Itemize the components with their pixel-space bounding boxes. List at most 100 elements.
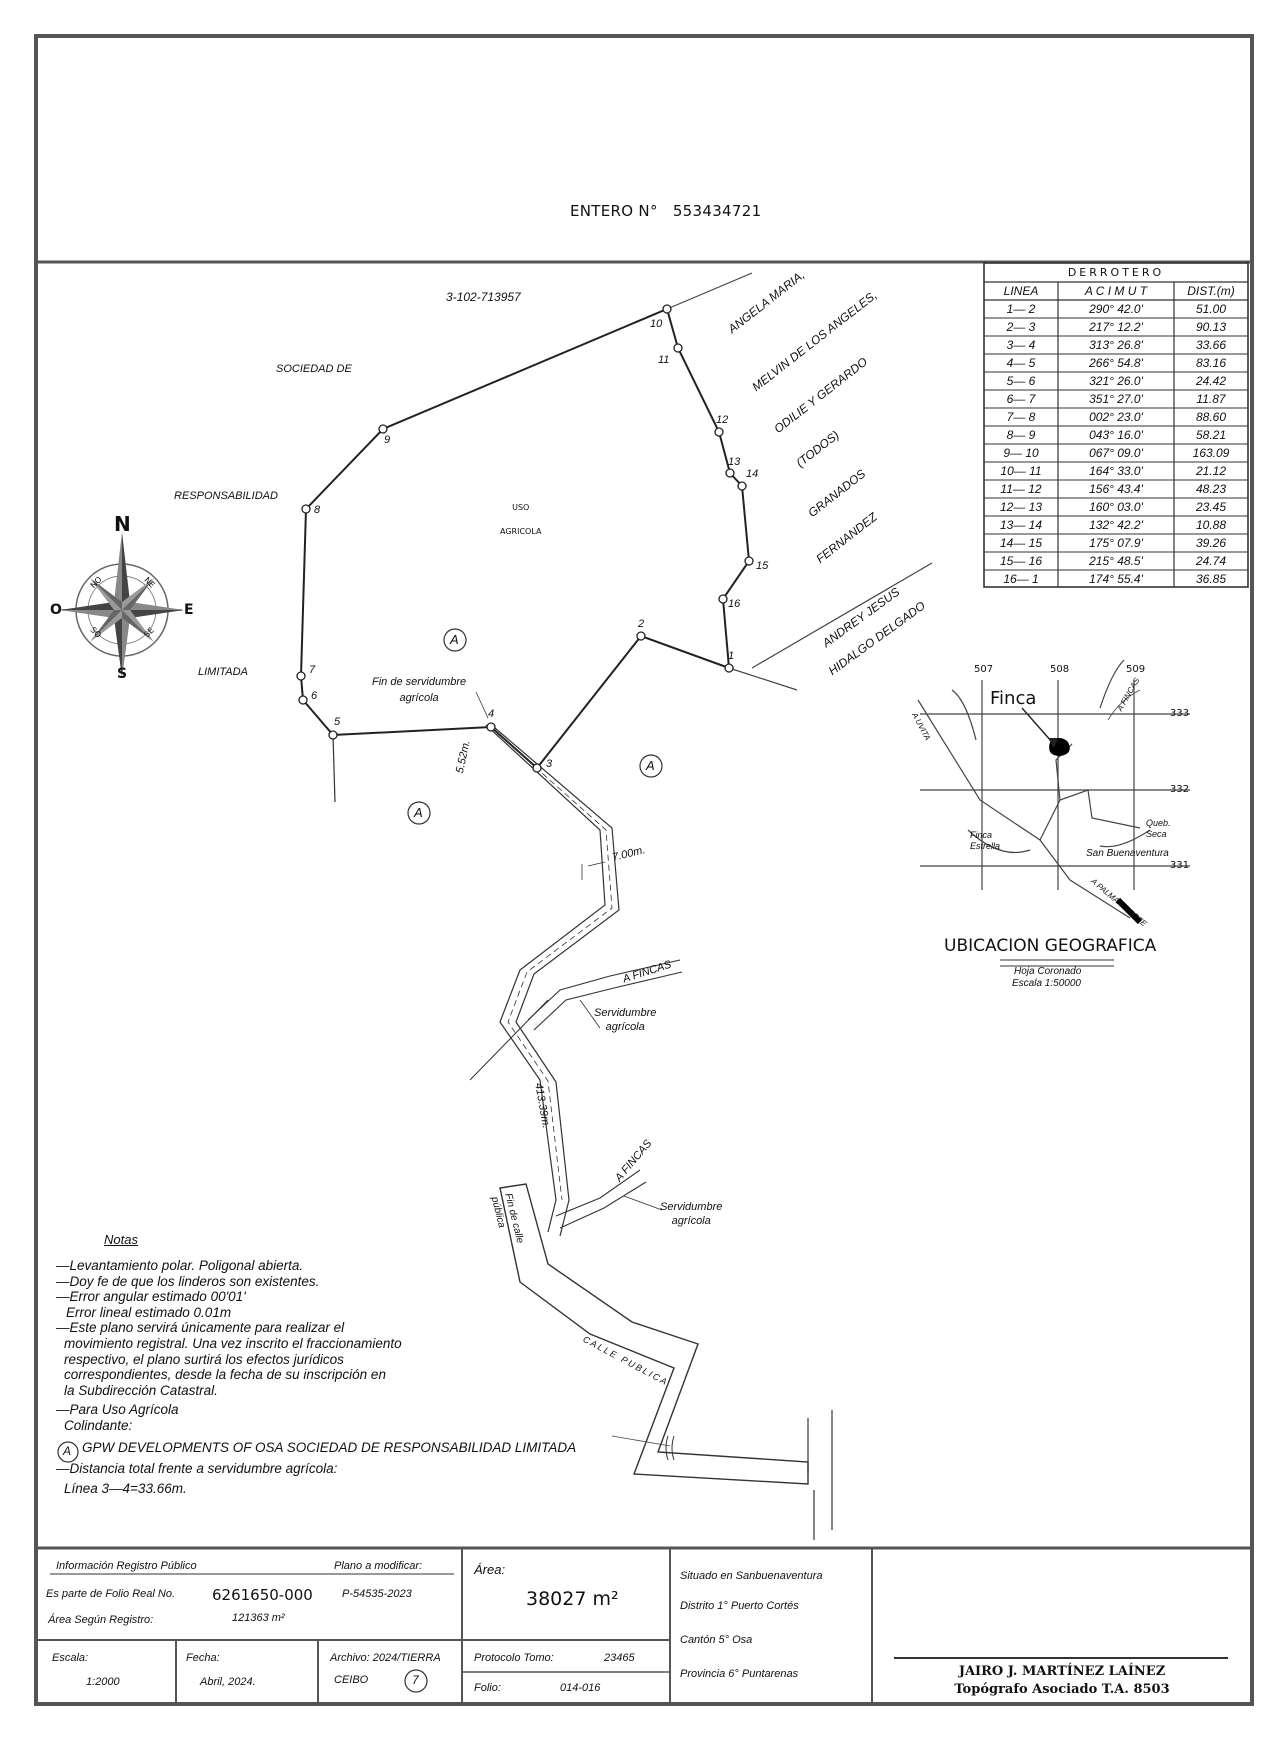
note-line: GPW DEVELOPMENTS OF OSA SOCIEDAD DE RESP… (82, 1439, 577, 1455)
servidumbre-1a: Servidumbre (594, 1007, 657, 1019)
area-value: 38027 m² (526, 1588, 619, 1610)
derrotero-acimut: 290° 42.0' (1089, 302, 1143, 316)
derrotero-acimut: 174° 55.4' (1089, 572, 1143, 586)
derrotero-dist: 58.21 (1195, 428, 1227, 442)
servidumbre-2b: agrícola (671, 1215, 711, 1227)
vertex-label: 13 (728, 456, 741, 468)
parcel-mark-3: A (414, 805, 423, 820)
use-label-2: AGRICOLA (500, 527, 542, 536)
vertex-label: 7 (309, 664, 316, 676)
note-line: movimiento registral. Una vez inscrito e… (64, 1335, 402, 1351)
location-finca-label: Finca (990, 688, 1037, 709)
note-line: —Este plano servirá únicamente para real… (56, 1320, 345, 1336)
derrotero-linea: 6— 7 (1006, 392, 1036, 406)
derrotero-dist: 83.16 (1195, 356, 1227, 370)
servidumbre-2a: Servidumbre (660, 1201, 723, 1213)
owner-word-2: RESPONSABILIDAD (174, 490, 278, 502)
folio-real-value: 6261650-000 (212, 1586, 313, 1604)
compass-n: N (114, 512, 131, 536)
derrotero-linea: 16— 1 (1003, 572, 1039, 586)
protocolo-label: Protocolo Tomo: (474, 1652, 554, 1664)
note-line: la Subdirección Catastral. (64, 1382, 218, 1398)
derrotero-linea: 13— 14 (999, 518, 1043, 532)
derrotero-dist: 36.85 (1195, 572, 1227, 586)
archivo-value: CEIBO (334, 1674, 369, 1686)
servidumbre-2: Servidumbre agrícola (660, 1200, 722, 1228)
derrotero-linea: 1— 2 (1006, 302, 1036, 316)
info-registro: Información Registro Público (56, 1560, 197, 1572)
derrotero-dist: 39.26 (1195, 536, 1227, 550)
derrotero-acimut: 217° 12.2' (1089, 320, 1143, 334)
derrotero-title: DERROTERO (1067, 266, 1165, 279)
note-line: Línea 3—4=33.66m. (64, 1480, 187, 1496)
derrotero-acimut: 043° 16.0' (1089, 428, 1143, 442)
vertex-label: 4 (488, 708, 495, 720)
notes-title: Notas (104, 1232, 138, 1247)
derrotero-linea: 7— 8 (1006, 410, 1036, 424)
note-line: —Distancia total frente a servidumbre ag… (56, 1461, 338, 1477)
note-line: —Levantamiento polar. Poligonal abierta. (56, 1258, 304, 1273)
location-grid-x-508: 508 (1050, 664, 1070, 675)
location-grid-x-507: 507 (974, 664, 994, 675)
derrotero-linea: 3— 4 (1006, 338, 1036, 352)
derrotero-col-acimut: A C I M U T (1084, 284, 1148, 298)
location-grid-y-333: 333 (1170, 708, 1190, 719)
derrotero-dist: 51.00 (1195, 302, 1227, 316)
vertex-label: 11 (658, 354, 670, 366)
derrotero-dist: 23.45 (1195, 500, 1227, 514)
location-grid-y-331: 331 (1170, 860, 1190, 871)
derrotero-acimut: 321° 26.0' (1089, 374, 1143, 388)
note-line: Colindante: (64, 1417, 133, 1433)
vertex-label: 16 (728, 598, 741, 610)
area-label: Área: (474, 1562, 506, 1577)
derrotero-dist: 11.87 (1196, 392, 1226, 406)
easement-end-1: Fin de servidumbre (372, 676, 467, 688)
vertex-label: 8 (314, 504, 321, 516)
compass-o: O (50, 602, 62, 618)
owner-word-3: LIMITADA (198, 666, 248, 678)
folio-value: 014-016 (560, 1682, 601, 1694)
plano-value: P-54535-2023 (342, 1588, 412, 1600)
archivo-label: Archivo: 2024/TIERRA (330, 1652, 441, 1664)
derrotero-acimut: 313° 26.8' (1089, 338, 1143, 352)
plano-modificar-label: Plano a modificar: (334, 1560, 423, 1572)
vertex-label: 5 (334, 716, 341, 728)
canton: Cantón 5° Osa (680, 1634, 753, 1646)
derrotero-dist: 88.60 (1195, 410, 1227, 424)
owner-ref: 3-102-713957 (446, 290, 521, 304)
derrotero-dist: 33.66 (1195, 338, 1227, 352)
protocolo-value: 23465 (604, 1652, 635, 1664)
entero-label: ENTERO N° (570, 202, 658, 220)
vertex-label: 14 (746, 468, 759, 480)
vertex-label: 6 (311, 690, 318, 702)
derrotero-acimut: 067° 09.0' (1089, 446, 1143, 460)
fecha-label: Fecha: (186, 1652, 220, 1664)
derrotero-col-linea: LINEA (1003, 284, 1039, 298)
derrotero-linea: 5— 6 (1006, 374, 1036, 388)
derrotero-acimut: 266° 54.8' (1089, 356, 1143, 370)
notes-body: —Levantamiento polar. Poligonal abierta.… (56, 1258, 576, 1496)
derrotero-dist: 24.74 (1195, 554, 1227, 568)
location-grid-y-332: 332 (1170, 784, 1190, 795)
vertex-label: 15 (756, 560, 769, 572)
derrotero-acimut: 351° 27.0' (1089, 392, 1143, 406)
note-line: correspondientes, desde la fecha de su i… (64, 1367, 386, 1383)
note-line: respectivo, el plano surtirá los efectos… (64, 1351, 344, 1367)
vertex-label: 12 (716, 414, 729, 426)
location-title: UBICACION GEOGRAFICA (944, 936, 1157, 956)
location-scale: Escala 1:50000 (1012, 978, 1081, 989)
surveyor-name: JAIRO J. MARTÍNEZ LAÍNEZ (958, 1664, 1166, 1679)
derrotero-linea: 9— 10 (1003, 446, 1039, 460)
easement-end-2: agrícola (399, 692, 439, 704)
surveyor-title: Topógrafo Asociado T.A. 8503 (954, 1682, 1170, 1697)
derrotero-acimut: 215° 48.5' (1089, 554, 1143, 568)
situado: Situado en Sanbuenaventura (680, 1570, 823, 1582)
archivo-number: 7 (412, 1673, 419, 1687)
location-place-queb-seca: Queb. Seca (1146, 818, 1171, 839)
fecha-value: Abril, 2024. (200, 1676, 256, 1688)
derrotero-linea: 12— 13 (999, 500, 1043, 514)
derrotero-dist: 90.13 (1195, 320, 1227, 334)
easement-end-label: Fin de servidumbre agrícola (372, 674, 466, 706)
derrotero-linea: 15— 16 (999, 554, 1043, 568)
location-sheet: Hoja Coronado (1014, 966, 1082, 977)
